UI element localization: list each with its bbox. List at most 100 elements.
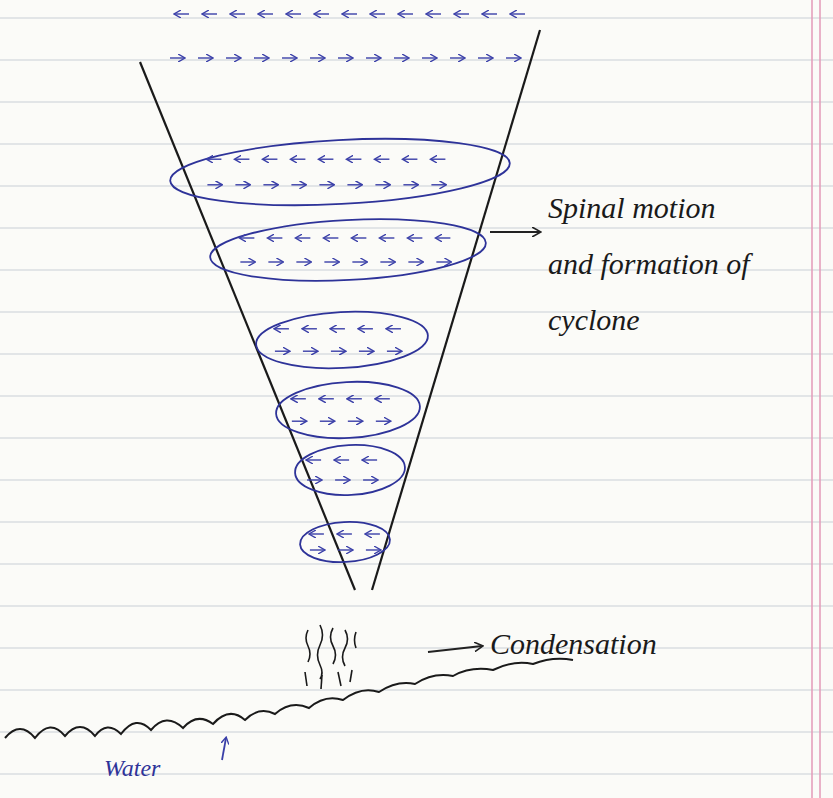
water-surface	[5, 659, 573, 738]
ruled-line	[0, 690, 833, 691]
cyclone-ring	[275, 378, 422, 441]
wind-arrow	[331, 328, 345, 329]
wind-arrow	[394, 57, 408, 58]
wind-arrow	[450, 57, 464, 58]
wind-arrow	[292, 421, 306, 422]
wind-arrow	[478, 57, 492, 58]
annotation-label: Spinal motion and formation of cyclone	[548, 180, 753, 348]
wind-arrow	[380, 237, 394, 238]
wind-arrow	[338, 533, 352, 534]
wind-arrow	[263, 184, 277, 185]
wind-arrow	[387, 351, 401, 352]
cyclone-ring	[209, 213, 488, 287]
wind-arrow	[511, 13, 525, 14]
cyclone-ring	[299, 520, 391, 565]
ruled-line	[0, 228, 833, 229]
ruled-line	[0, 186, 833, 187]
wind-arrow	[315, 13, 329, 14]
wind-arrow	[335, 459, 349, 460]
wind-arrow	[403, 158, 417, 159]
wind-arrow	[263, 158, 277, 159]
wind-arrow	[275, 328, 289, 329]
wind-arrow	[310, 57, 324, 58]
wind-arrow	[455, 13, 469, 14]
ruled-line	[0, 732, 833, 733]
wind-arrow	[240, 237, 254, 238]
wind-arrow	[226, 57, 240, 58]
wind-arrow	[310, 549, 324, 550]
ruled-line	[0, 18, 833, 19]
ruled-line	[0, 312, 833, 313]
annotation-label: Water	[104, 752, 254, 784]
wind-arrow	[403, 184, 417, 185]
cyclone-ring	[255, 308, 430, 373]
wind-arrow	[363, 459, 377, 460]
wind-arrow	[287, 13, 301, 14]
wind-arrow	[170, 57, 184, 58]
wind-arrow	[431, 158, 445, 159]
wind-arrow	[324, 237, 338, 238]
wind-arrow	[376, 421, 390, 422]
wind-arrow	[303, 351, 317, 352]
wind-arrow	[347, 184, 361, 185]
wind-arrow	[296, 261, 310, 262]
wind-arrow	[319, 158, 333, 159]
wind-arrow	[275, 351, 289, 352]
wind-arrow	[363, 479, 377, 480]
wind-arrow	[268, 237, 282, 238]
wind-arrow	[359, 351, 373, 352]
margin-line	[819, 0, 821, 798]
wind-arrow	[235, 158, 249, 159]
wind-arrow	[296, 237, 310, 238]
wind-arrow	[303, 328, 317, 329]
wind-arrow	[320, 421, 334, 422]
ruled-line	[0, 354, 833, 355]
wind-arrow	[259, 13, 273, 14]
wind-arrow	[366, 57, 380, 58]
wind-arrow	[387, 328, 401, 329]
wind-arrow	[291, 184, 305, 185]
ruled-line	[0, 648, 833, 649]
wind-arrow	[348, 398, 362, 399]
wind-arrow	[422, 57, 436, 58]
wind-arrow	[436, 261, 450, 262]
wind-arrow	[254, 57, 268, 58]
wind-arrow	[375, 184, 389, 185]
wind-arrow	[240, 261, 254, 262]
wind-arrow	[175, 13, 189, 14]
wind-arrow	[371, 13, 385, 14]
wind-arrow	[335, 479, 349, 480]
wind-arrow	[338, 549, 352, 550]
wind-arrow	[282, 57, 296, 58]
wind-arrow	[380, 261, 394, 262]
wind-arrow	[331, 351, 345, 352]
wind-arrow	[352, 261, 366, 262]
annotation-label: Condensation	[490, 624, 790, 664]
ruled-line	[0, 396, 833, 397]
wind-arrow	[366, 549, 380, 550]
ruled-line	[0, 606, 833, 607]
cyclone-ring	[169, 131, 512, 213]
wind-arrow	[427, 13, 441, 14]
cone-side	[372, 30, 540, 590]
wind-arrow	[347, 158, 361, 159]
wind-arrow	[483, 13, 497, 14]
wind-arrow	[291, 158, 305, 159]
wind-arrow	[231, 13, 245, 14]
wind-arrow	[375, 158, 389, 159]
leader-arrow	[490, 231, 540, 233]
leader-arrow	[428, 646, 482, 652]
wind-arrow	[408, 237, 422, 238]
wind-arrow	[366, 533, 380, 534]
ruled-line	[0, 522, 833, 523]
wind-arrow	[203, 13, 217, 14]
wind-arrow	[198, 57, 212, 58]
ruled-line	[0, 564, 833, 565]
wind-arrow	[320, 398, 334, 399]
wind-arrow	[408, 261, 422, 262]
wind-arrow	[436, 237, 450, 238]
wind-arrow	[235, 184, 249, 185]
wind-arrow	[292, 398, 306, 399]
wind-arrow	[338, 57, 352, 58]
